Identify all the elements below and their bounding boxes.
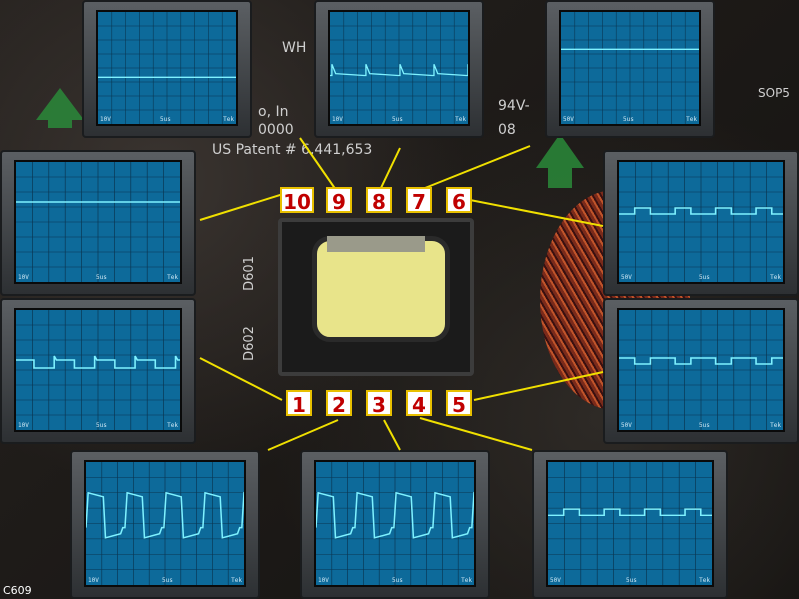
scope-volts: 50V — [550, 577, 561, 584]
scope-top-right: 50V 5us Tek — [545, 0, 715, 138]
scope-time: 5us — [96, 422, 107, 429]
pcb-label-d602: D602 — [241, 326, 257, 361]
scope-brand: Tek — [770, 422, 781, 429]
scope-volts: 10V — [18, 422, 29, 429]
pin-label-5: 5 — [446, 390, 472, 417]
pcb-label-ic: SOP5 — [758, 86, 790, 100]
pin-label-1: 1 — [286, 390, 312, 417]
pin-label-4: 4 — [406, 390, 432, 417]
scope-mid-left-lower: 10V 5us Tek — [0, 298, 196, 444]
scope-volts: 10V — [18, 274, 29, 281]
scope-top-center: 10V 5us Tek — [314, 0, 484, 138]
pin-label-10: 10 — [280, 187, 314, 214]
scope-volts: 10V — [88, 577, 99, 584]
scope-screen: 50V 5us Tek — [617, 160, 785, 284]
scope-time: 5us — [626, 577, 637, 584]
pin-label-8: 8 — [366, 187, 392, 214]
waveform-trace — [16, 355, 180, 369]
scope-brand: Tek — [231, 577, 242, 584]
waveform-trace — [86, 491, 244, 539]
scope-bottom-right: 50V 5us Tek — [532, 450, 728, 599]
scope-volts: 50V — [621, 274, 632, 281]
scope-screen: 50V 5us Tek — [617, 308, 785, 432]
scope-mid-right-upper: 50V 5us Tek — [603, 150, 799, 296]
scope-volts: 50V — [563, 116, 574, 123]
scope-time: 5us — [96, 274, 107, 281]
scope-brand: Tek — [455, 116, 466, 123]
pin-label-6: 6 — [446, 187, 472, 214]
scope-brand: Tek — [699, 577, 710, 584]
scope-brand: Tek — [167, 274, 178, 281]
scope-brand: Tek — [167, 422, 178, 429]
scope-time: 5us — [699, 422, 710, 429]
waveform-trace — [619, 207, 783, 215]
scope-volts: 50V — [621, 422, 632, 429]
scope-brand: Tek — [223, 116, 234, 123]
pcb-label-d601: D601 — [241, 256, 257, 291]
pin-label-7: 7 — [406, 187, 432, 214]
scope-bottom-center: 10V 5us Tek — [300, 450, 490, 599]
pin-label-3: 3 — [366, 390, 392, 417]
pcb-label-rev: 08 — [498, 122, 516, 138]
scope-volts: 10V — [318, 577, 329, 584]
scope-mid-left-upper: 10V 5us Tek — [0, 150, 196, 296]
scope-brand: Tek — [461, 577, 472, 584]
scope-screen: 50V 5us Tek — [559, 10, 701, 126]
scope-time: 5us — [699, 274, 710, 281]
scope-brand: Tek — [686, 116, 697, 123]
pcb-label-manufacturer: o, In — [258, 104, 289, 120]
waveform-trace — [330, 64, 468, 77]
waveform-trace — [548, 508, 712, 517]
waveform-trace — [316, 491, 474, 539]
scope-screen: 10V 5us Tek — [14, 160, 182, 284]
pcb-label-part: C609 — [3, 584, 32, 597]
scope-bottom-left: 10V 5us Tek — [70, 450, 260, 599]
scope-time: 5us — [623, 116, 634, 123]
pcb-label-patent: US Patent # 6,441,653 — [212, 142, 373, 158]
scope-screen: 10V 5us Tek — [328, 10, 470, 126]
pin-label-9: 9 — [326, 187, 352, 214]
pcb-label-number: 0000 — [258, 122, 294, 138]
scope-volts: 10V — [100, 116, 111, 123]
scope-time: 5us — [392, 116, 403, 123]
scope-screen: 10V 5us Tek — [314, 460, 476, 587]
scope-screen: 50V 5us Tek — [546, 460, 714, 587]
scope-time: 5us — [162, 577, 173, 584]
scope-mid-right-lower: 50V 5us Tek — [603, 298, 799, 444]
waveform-trace — [619, 357, 783, 365]
scope-screen: 10V 5us Tek — [84, 460, 246, 587]
scope-screen: 10V 5us Tek — [96, 10, 238, 126]
scope-time: 5us — [392, 577, 403, 584]
scope-brand: Tek — [770, 274, 781, 281]
scope-top-left: 10V 5us Tek — [82, 0, 252, 138]
pin-label-2: 2 — [326, 390, 352, 417]
pcb-label-board-code: 94V- — [498, 98, 530, 114]
scope-screen: 10V 5us Tek — [14, 308, 182, 432]
scope-volts: 10V — [332, 116, 343, 123]
pcb-label-wh: WH — [282, 40, 307, 56]
scope-time: 5us — [160, 116, 171, 123]
transformer-winding — [312, 236, 450, 342]
transformer — [278, 218, 474, 376]
